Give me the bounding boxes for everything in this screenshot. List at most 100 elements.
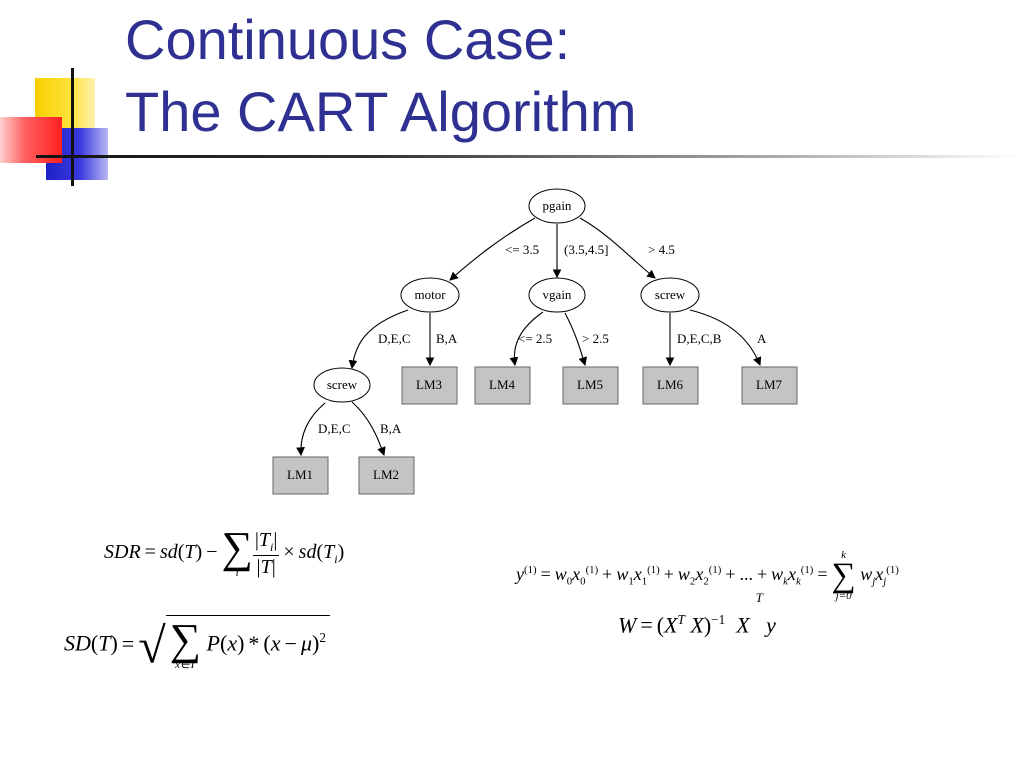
sdr-Ti: T bbox=[258, 528, 271, 551]
sd-mu: μ bbox=[300, 630, 312, 656]
model-x0-sup: (1) bbox=[585, 564, 599, 577]
node-vgain-label: vgain bbox=[543, 287, 572, 302]
model-x0: x bbox=[572, 564, 581, 585]
model-x1: x bbox=[633, 564, 642, 585]
sdr-sum-sign: ∑ bbox=[221, 523, 253, 572]
edge-vgain-lm5 bbox=[564, 312, 588, 367]
edge-label-motor-screw: D,E,C bbox=[378, 331, 411, 346]
ls-X3: X bbox=[736, 612, 750, 638]
leaf-lm2-box bbox=[358, 456, 415, 495]
sdr-sum: ∑i bbox=[221, 523, 253, 579]
model-xk: x bbox=[787, 564, 796, 585]
model-eq-2: = bbox=[817, 564, 828, 585]
sd-x: x bbox=[227, 630, 238, 656]
sdr-sd-2: sd bbox=[298, 541, 317, 564]
title-line-2: The CART Algorithm bbox=[125, 80, 637, 143]
model-y: y bbox=[516, 564, 524, 585]
sd-eq: = bbox=[121, 630, 135, 656]
edge-label-vgain-lm4: <= 2.5 bbox=[518, 331, 552, 346]
sqrt-sign: √ bbox=[138, 617, 166, 674]
model-x2: x bbox=[695, 564, 704, 585]
sd-T: T bbox=[98, 630, 111, 656]
sdr-T-denom: T bbox=[260, 555, 272, 578]
edge-root-motor bbox=[449, 217, 536, 281]
leaf-lm5-label: LM5 bbox=[577, 377, 603, 392]
leaf-lm7-label: LM7 bbox=[756, 377, 783, 392]
model-x2-sub: 2 bbox=[703, 575, 709, 588]
regression-tree-diagram: <= 3.5 (3.5,4.5] > 4.5 D,E,C B,A <= 2.5 … bbox=[272, 188, 798, 495]
model-xk-sub: k bbox=[795, 575, 801, 588]
sdr-sum-index: i bbox=[235, 567, 239, 579]
ls-close-paren: ) bbox=[703, 612, 712, 638]
model-sum-upper: k bbox=[841, 549, 847, 561]
ls-X3-transpose: T bbox=[755, 590, 763, 606]
model-w0-sub: 0 bbox=[566, 575, 573, 588]
ls-y: y bbox=[766, 612, 776, 638]
edge-label-motor-lm3: B,A bbox=[436, 331, 458, 346]
model-xj-sup: (1) bbox=[886, 564, 899, 577]
model-sum: k∑j=0 bbox=[832, 550, 856, 602]
leaf-lm2-label: LM2 bbox=[373, 467, 399, 482]
leaf-lm3-label: LM3 bbox=[416, 377, 442, 392]
edge-label-root-motor: <= 3.5 bbox=[505, 242, 539, 257]
leaf-lm1-box bbox=[272, 456, 329, 495]
model-xj-sub: j bbox=[883, 575, 887, 588]
ls-W: W bbox=[618, 612, 637, 638]
sd-square: 2 bbox=[319, 630, 326, 646]
edge-screw-lm7 bbox=[689, 309, 762, 367]
formula-sdr: SDR=sd(T)−∑i|Ti||T|×sd(Ti) bbox=[104, 523, 345, 579]
edge-label-root-vgain: (3.5,4.5] bbox=[564, 242, 608, 257]
node-pgain-label: pgain bbox=[543, 198, 572, 213]
leaf-lm7-box bbox=[741, 366, 798, 405]
ls-inverse: −1 bbox=[711, 612, 726, 627]
leaf-lm4-label: LM4 bbox=[489, 377, 516, 392]
model-sum-sign: ∑ bbox=[831, 557, 856, 594]
ls-X1: X bbox=[664, 612, 678, 638]
sd-sum-index: x∈T bbox=[175, 659, 196, 671]
sdr-Ti-sub: i bbox=[270, 539, 274, 554]
ls-X2: X bbox=[690, 612, 704, 638]
model-w1: w bbox=[616, 564, 629, 585]
edge-screwl-lm2 bbox=[351, 401, 386, 457]
leaf-lm5-box bbox=[562, 366, 619, 405]
leaf-lm1-label: LM1 bbox=[287, 467, 313, 482]
ls-X1-transpose: T bbox=[677, 612, 685, 627]
title-line-1: Continuous Case: bbox=[125, 8, 571, 71]
ls-open-paren: ( bbox=[656, 612, 665, 638]
sdr-Ti-2-sub: i bbox=[334, 552, 338, 567]
leaf-lm4-box bbox=[474, 366, 531, 405]
model-x0-sub: 0 bbox=[580, 575, 586, 588]
sd-lhs: SD bbox=[64, 630, 91, 656]
edge-label-screwl-lm2: B,A bbox=[380, 421, 402, 436]
model-xj: x bbox=[875, 564, 884, 585]
model-sum-lower: j=0 bbox=[835, 590, 852, 602]
model-x1-sub: 1 bbox=[641, 575, 648, 588]
model-wk-sub: k bbox=[783, 575, 788, 588]
model-xk-sup: (1) bbox=[800, 564, 814, 577]
leaf-lm3-box bbox=[401, 366, 458, 405]
sd-sum-sign: ∑ bbox=[169, 615, 202, 664]
edge-label-screw-lm7: A bbox=[757, 331, 767, 346]
sqrt-body: ∑x∈T P(x)*(x−μ)2 bbox=[165, 615, 330, 671]
model-x1-sup: (1) bbox=[647, 564, 660, 577]
edge-root-screw bbox=[579, 217, 656, 279]
edge-label-screw-lm6: D,E,C,B bbox=[677, 331, 722, 346]
model-y-sup: (1) bbox=[524, 564, 537, 577]
sd-star: * bbox=[248, 630, 260, 656]
node-screw-right: screw bbox=[640, 277, 700, 313]
model-wk: w bbox=[771, 564, 784, 585]
node-screw-right-label: screw bbox=[655, 287, 686, 302]
model-plus-3: + bbox=[725, 564, 736, 585]
sdr-times: × bbox=[283, 541, 295, 564]
sd-minus: − bbox=[284, 630, 297, 656]
node-screw-left: screw bbox=[313, 367, 371, 403]
model-wj-sub: j bbox=[872, 575, 876, 588]
leaf-lm6-label: LM6 bbox=[657, 377, 684, 392]
edge-vgain-lm4 bbox=[509, 311, 544, 367]
sdr-eq: = bbox=[144, 541, 156, 564]
decor-horizontal-line bbox=[36, 155, 1020, 158]
model-x2-sup: (1) bbox=[708, 564, 722, 577]
model-w2: w bbox=[677, 564, 690, 585]
sd-x-2: x bbox=[270, 630, 281, 656]
